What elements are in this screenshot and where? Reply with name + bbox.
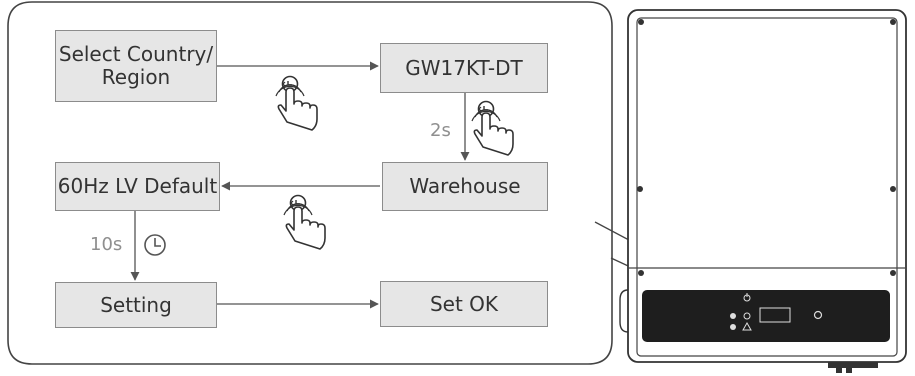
node-set-ok: Set OK xyxy=(380,281,548,327)
clock-icon xyxy=(144,234,166,256)
delay-label-2s: 2s xyxy=(430,120,451,141)
node-model: GW17KT-DT xyxy=(380,43,548,93)
press-button-hand-icon xyxy=(471,100,514,156)
inverter-illustration xyxy=(619,9,907,373)
press-button-hand-icon xyxy=(275,75,318,131)
display-panel xyxy=(642,290,890,342)
node-setting: Setting xyxy=(55,282,217,328)
callout-outline xyxy=(7,1,613,365)
warning-icon xyxy=(742,321,752,331)
press-button-hand-icon xyxy=(283,194,326,250)
node-default: 60Hz LV Default xyxy=(55,162,220,211)
panel-button xyxy=(813,310,823,320)
delay-label-10s: 10s xyxy=(90,234,123,255)
node-warehouse: Warehouse xyxy=(382,162,548,211)
node-select-country: Select Country/ Region xyxy=(55,30,217,102)
